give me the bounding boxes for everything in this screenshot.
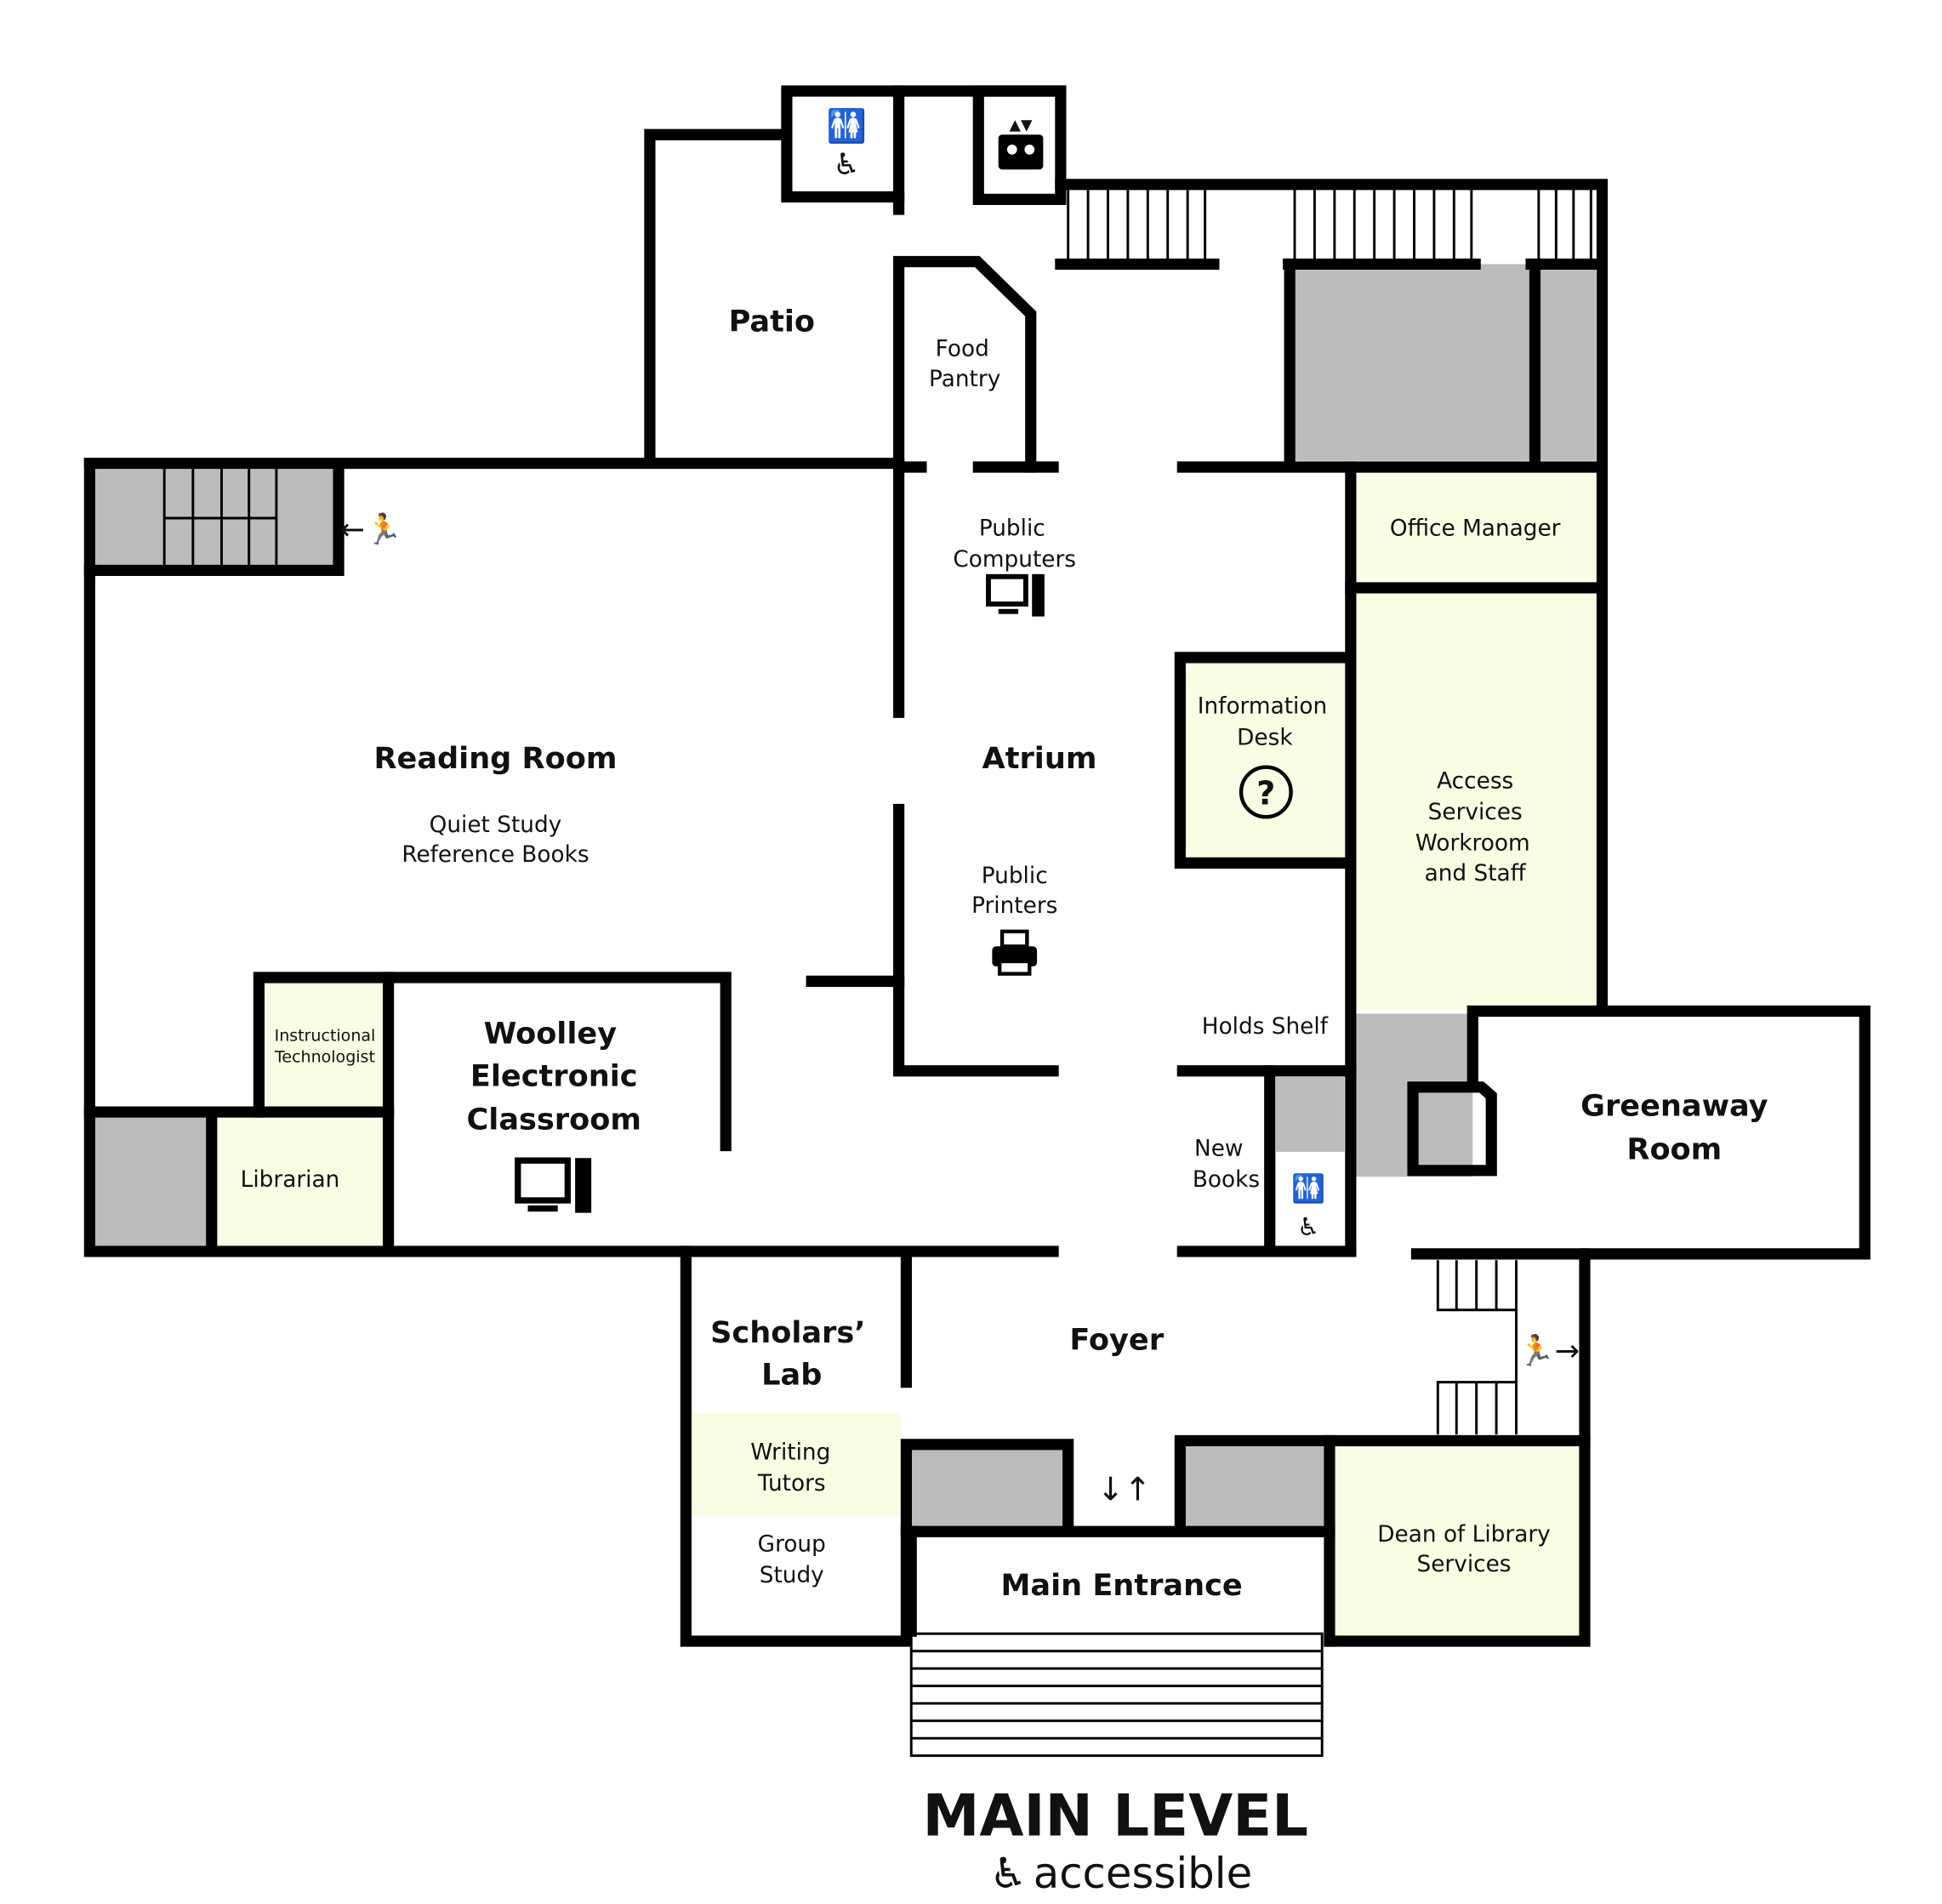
main-entrance-label: Main Entrance [1000, 1568, 1242, 1603]
svg-text:?: ? [1256, 775, 1275, 812]
reading-room-sub: Quiet Study [430, 812, 562, 838]
office-manager-label: Office Manager [1390, 516, 1561, 541]
svg-text:↓↑: ↓↑ [1097, 1471, 1152, 1508]
arrows-in-out-icon: ↓↑ [1097, 1471, 1152, 1508]
access-services-label: Access [1437, 769, 1513, 795]
exit-right-icon: 🏃→ [1518, 1334, 1580, 1369]
new-books-label: New [1194, 1136, 1243, 1161]
service-areas [216, 470, 1597, 1639]
reading-room-label: Reading Room [373, 741, 617, 776]
computer-icon [515, 1157, 592, 1213]
dean-label: Dean of Library [1377, 1522, 1550, 1548]
information-desk-label: Information [1198, 694, 1327, 720]
public-printers-label: Printers [971, 893, 1057, 919]
svg-text:🚻: 🚻 [826, 107, 866, 145]
walls [83, 85, 1871, 1647]
greenaway-room-label: Greenaway [1580, 1088, 1768, 1123]
wheelchair-icon: ♿ [989, 1849, 1028, 1898]
public-computers-label: Computers [953, 547, 1076, 573]
restroom-icon: 🚻 [826, 107, 866, 145]
svg-text:🏃→: 🏃→ [1518, 1334, 1580, 1369]
wheelchair-icon: ♿ [833, 147, 859, 182]
food-pantry-label: Food [936, 337, 989, 362]
atrium-label: Atrium [982, 741, 1097, 776]
group-study-label: Group [758, 1532, 826, 1558]
writing-tutors-label: Writing [750, 1439, 830, 1465]
access-services-label: Workroom [1415, 831, 1530, 857]
svg-text:←🏃: ←🏃 [340, 512, 402, 547]
group-study-label: Study [760, 1563, 824, 1588]
elevator-icon: ▲▼ [998, 117, 1044, 170]
scholars-lab-label: Lab [761, 1358, 822, 1393]
instructional-technologist-label: Instructional [275, 1027, 376, 1046]
svg-text:♿: ♿ [1297, 1212, 1319, 1241]
map-title: MAIN LEVEL [922, 1782, 1308, 1849]
svg-text:🚻: 🚻 [1291, 1172, 1325, 1205]
printer-icon [992, 929, 1038, 976]
food-pantry-label: Pantry [929, 367, 1000, 392]
foyer-label: Foyer [1069, 1323, 1164, 1358]
information-desk-label: Desk [1237, 725, 1293, 750]
writing-tutors-label: Tutors [757, 1471, 826, 1496]
new-books-label: Books [1193, 1167, 1260, 1193]
exit-left-icon: ←🏃 [340, 512, 402, 547]
access-services-label: and Staff [1425, 861, 1527, 886]
instructional-technologist-label: Technologist [274, 1048, 375, 1067]
svg-text:▲▼: ▲▼ [1010, 117, 1033, 134]
woolley-label: Woolley [484, 1017, 618, 1052]
help-icon: ? [1239, 765, 1293, 819]
public-computers-label: Public [979, 516, 1045, 541]
gray-areas [94, 264, 1597, 1530]
dean-label: Services [1417, 1552, 1512, 1577]
holds-shelf-label: Holds Shelf [1202, 1014, 1329, 1040]
woolley-label: Classroom [467, 1103, 641, 1137]
public-printers-label: Public [982, 864, 1048, 889]
librarian-label: Librarian [241, 1167, 340, 1193]
stairs [162, 186, 1592, 1758]
scholars-lab-label: Scholars’ [710, 1315, 866, 1350]
woolley-label: Electronic [470, 1058, 638, 1093]
map-subtitle: accessible [1034, 1849, 1252, 1898]
restroom-icon: 🚻♿ [1291, 1172, 1325, 1241]
svg-text:♿: ♿ [833, 147, 859, 182]
greenaway-room-label: Room [1626, 1132, 1722, 1167]
reading-room-sub: Reference Books [401, 842, 589, 868]
computer-icon [986, 573, 1045, 617]
patio-label: Patio [729, 304, 815, 339]
access-services-label: Services [1428, 800, 1523, 825]
